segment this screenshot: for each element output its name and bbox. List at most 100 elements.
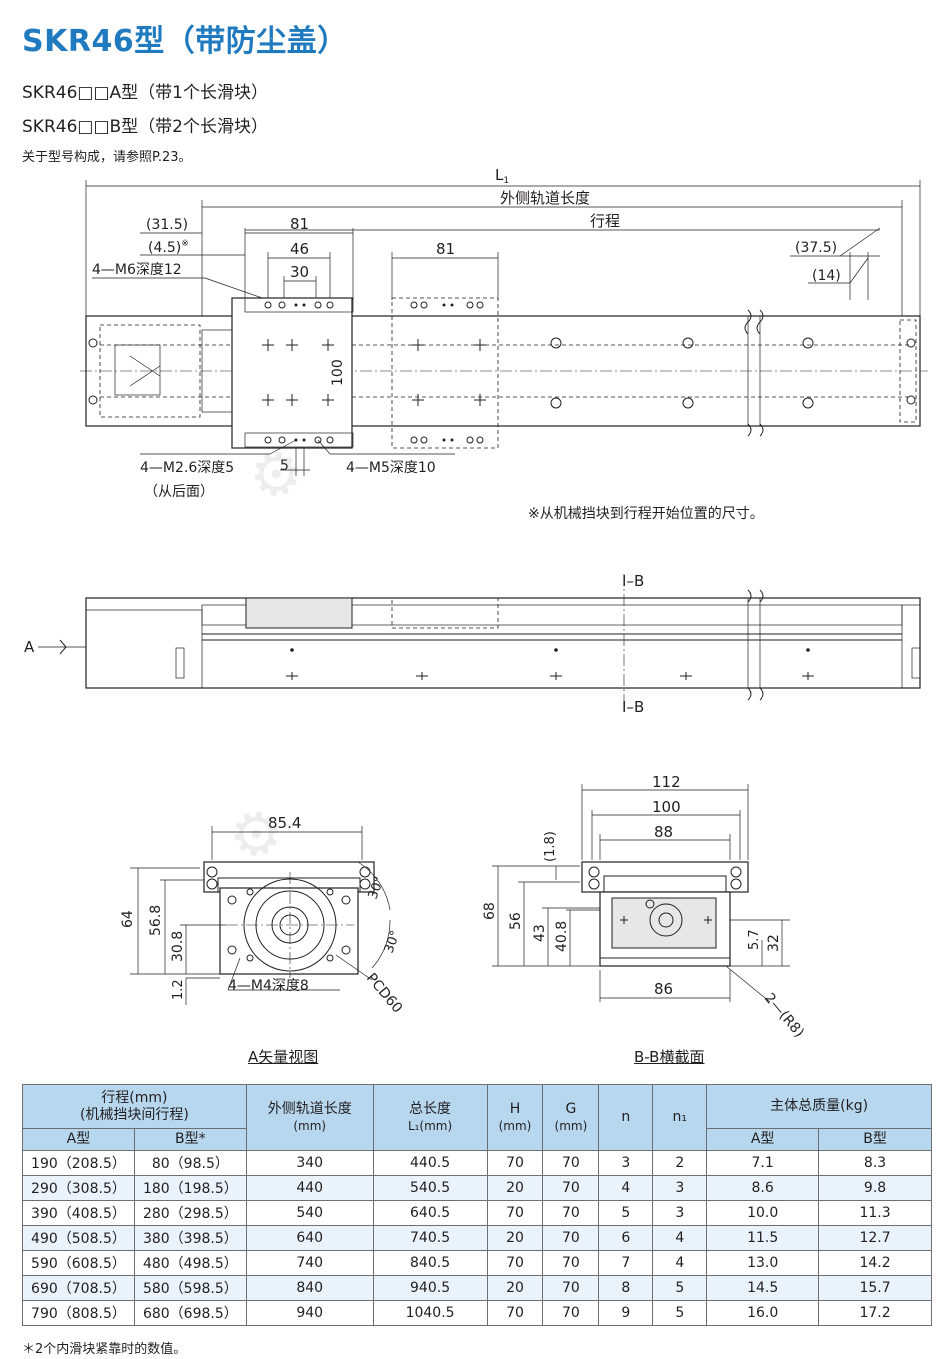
th-b-type: B型* — [133, 1128, 247, 1151]
cell-mb: 14.2 — [818, 1250, 932, 1276]
th-n: n — [598, 1084, 654, 1151]
dim-86: 86 — [654, 980, 673, 998]
cell-rail: 340 — [245, 1150, 374, 1176]
dim-64: 64 — [120, 910, 136, 928]
dim-81-slider-2: 81 — [436, 240, 455, 258]
a-view-endplate — [219, 887, 359, 975]
cell-G: 70 — [542, 1175, 600, 1201]
cell-mb: 12.7 — [818, 1225, 932, 1251]
dim-1-2: 1.2 — [171, 979, 186, 1000]
cell-mb: 8.3 — [818, 1150, 932, 1176]
cell-H: 20 — [486, 1225, 544, 1251]
table-footnote: ＊2个内滑块紧靠时的数值。 — [22, 1342, 187, 1357]
cell-n1: 5 — [652, 1300, 708, 1326]
cell-a: 490（508.5） — [22, 1225, 135, 1251]
th-mass-a: A型 — [706, 1128, 820, 1151]
dim-1-8: (1.8) — [543, 831, 558, 862]
cell-G: 70 — [542, 1275, 600, 1301]
cell-mb: 11.3 — [818, 1200, 932, 1226]
cell-rail: 640 — [245, 1225, 374, 1251]
dim-100-top: 100 — [330, 359, 346, 386]
cell-G: 70 — [542, 1150, 600, 1176]
th-mass-b: B型 — [818, 1128, 932, 1151]
top-view-drawing: L1 外侧轨道长度 行程 (31.5) (4.5)※ 4—M6深度12 81 4… — [80, 166, 928, 522]
dim-4-5: (4.5)※ — [148, 239, 189, 256]
cell-total: 540.5 — [372, 1175, 488, 1201]
cell-a: 590（608.5） — [22, 1250, 135, 1276]
section-b-top: I–B — [622, 572, 644, 590]
cell-rail: 740 — [245, 1250, 374, 1276]
section-b-bottom: I–B — [622, 698, 644, 716]
dim-stroke: 行程 — [590, 212, 620, 230]
cell-b: 80（98.5） — [133, 1150, 247, 1176]
dim-30-8: 30.8 — [170, 931, 186, 962]
cell-H: 70 — [486, 1250, 544, 1276]
cell-rail: 940 — [245, 1300, 374, 1326]
footnote-stroke: ※从机械挡块到行程开始位置的尺寸。 — [528, 506, 764, 522]
rail-holes — [550, 337, 814, 409]
cell-b: 280（298.5） — [133, 1200, 247, 1226]
dim-56-8: 56.8 — [148, 905, 164, 936]
cell-b: 180（198.5） — [133, 1175, 247, 1201]
cell-a: 190（208.5） — [22, 1150, 135, 1176]
cell-n: 8 — [598, 1275, 654, 1301]
cell-mb: 9.8 — [818, 1175, 932, 1201]
slider-2 — [391, 297, 499, 449]
slider-1-holes — [262, 301, 334, 444]
cell-rail: 540 — [245, 1200, 374, 1226]
cell-G: 70 — [542, 1250, 600, 1276]
callout-m5: 4—M5深度10 — [346, 460, 436, 476]
cell-n1: 3 — [652, 1200, 708, 1226]
cell-G: 70 — [542, 1200, 600, 1226]
dim-112: 112 — [652, 773, 681, 791]
cell-G: 70 — [542, 1225, 600, 1251]
a-view-drawing: 85.4 64 56.8 30.8 1.2 30° 30° 4—M4深度8 PC… — [120, 814, 405, 1016]
cell-n: 4 — [598, 1175, 654, 1201]
dim-32: 32 — [766, 934, 782, 952]
dim-30: 30 — [290, 263, 309, 281]
bb-caption: B-B横截面 — [634, 1048, 705, 1066]
th-h: H(mm) — [486, 1084, 544, 1151]
cell-total: 1040.5 — [372, 1300, 488, 1326]
a-view-caption: A矢量视图 — [248, 1048, 319, 1066]
page-title: SKR46型（带防尘盖） — [22, 24, 348, 59]
dim-l1: L1 — [495, 166, 509, 186]
callout-m2-6-note: （从后面） — [144, 484, 214, 500]
side-slider — [245, 597, 353, 629]
cell-a: 690（708.5） — [22, 1275, 135, 1301]
cell-G: 70 — [542, 1300, 600, 1326]
cell-H: 70 — [486, 1200, 544, 1226]
callout-m4: 4—M4深度8 — [228, 978, 309, 994]
callout-pcd60: PCD60 — [363, 970, 405, 1016]
cell-n1: 5 — [652, 1275, 708, 1301]
callout-m2-6: 4—M2.6深度5 — [140, 460, 234, 476]
slider-1 — [231, 297, 353, 449]
dim-88: 88 — [654, 823, 673, 841]
cell-n: 5 — [598, 1200, 654, 1226]
cell-total: 940.5 — [372, 1275, 488, 1301]
th-rail: 外侧轨道长度(mm) — [245, 1084, 374, 1151]
th-mass: 主体总质量(kg) — [706, 1084, 932, 1129]
cell-rail: 840 — [245, 1275, 374, 1301]
cell-n1: 3 — [652, 1175, 708, 1201]
cell-total: 640.5 — [372, 1200, 488, 1226]
th-g: G(mm) — [542, 1084, 600, 1151]
cell-rail: 440 — [245, 1175, 374, 1201]
cell-mb: 17.2 — [818, 1300, 932, 1326]
cell-n1: 4 — [652, 1250, 708, 1276]
cell-n1: 4 — [652, 1225, 708, 1251]
cell-b: 680（698.5） — [133, 1300, 247, 1326]
dim-5: 5 — [280, 458, 289, 474]
cell-ma: 16.0 — [706, 1300, 820, 1326]
cell-n: 3 — [598, 1150, 654, 1176]
cell-ma: 13.0 — [706, 1250, 820, 1276]
bb-section-drawing: 112 100 88 (1.8) 68 56 43 40.8 32 5.7 86… — [482, 773, 807, 1041]
cell-b: 580（598.5） — [133, 1275, 247, 1301]
